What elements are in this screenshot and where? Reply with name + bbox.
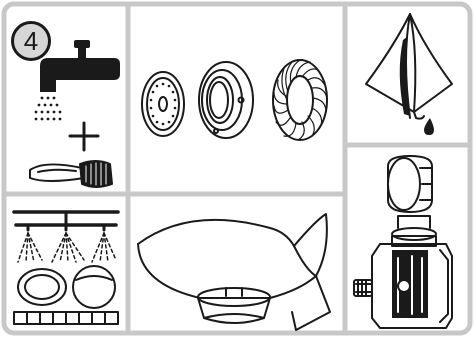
connector-housing-icon (354, 216, 452, 328)
plate-icon (18, 269, 66, 305)
water-spray-icon (35, 97, 62, 121)
step-number-badge: 4 (11, 21, 51, 61)
plus-icon (70, 123, 98, 150)
faucet-icon (40, 40, 120, 92)
valve-cap-icon (388, 156, 432, 212)
droplet-icon (424, 118, 434, 135)
step-number: 4 (24, 28, 38, 54)
breast-shield-icon (138, 214, 330, 330)
brush-icon (30, 161, 112, 187)
water-spray-icon (18, 233, 116, 262)
valve-membrane-icon (273, 60, 327, 140)
cloth-icon (366, 14, 452, 119)
bowl-icon (73, 266, 115, 308)
valve-ring-icon (199, 62, 253, 138)
valve-disc-icon (142, 72, 184, 136)
